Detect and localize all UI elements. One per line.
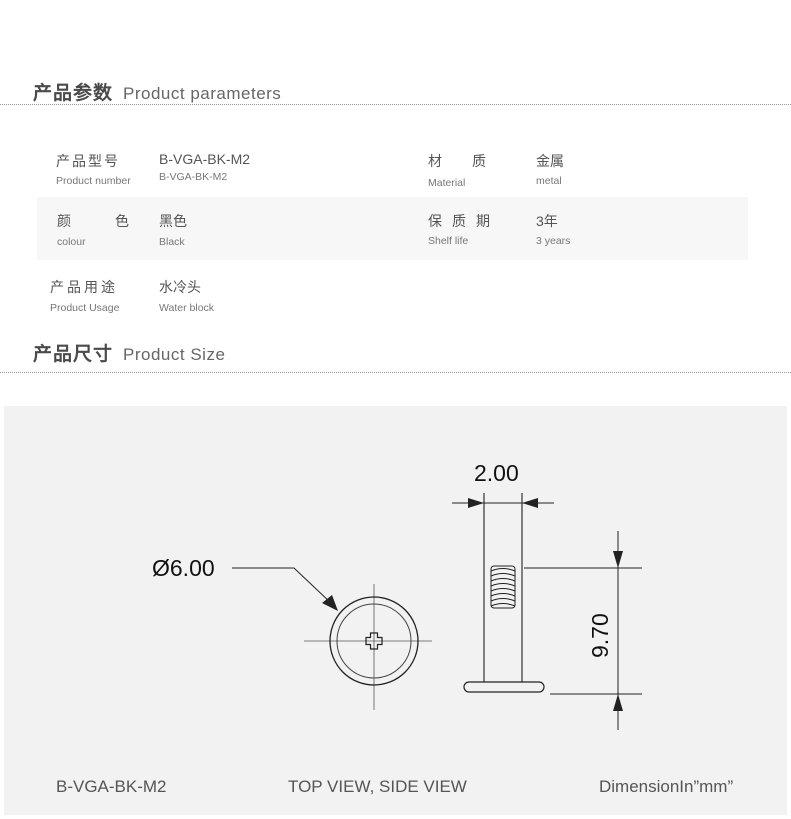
caption-views: TOP VIEW, SIDE VIEW <box>288 777 467 796</box>
param-label-cn-text: 材质 <box>428 154 516 170</box>
section-title-en: Product parameters <box>123 84 282 103</box>
param-label-cn-text: 颜色 <box>57 214 173 230</box>
param-label-cn: 颜色 <box>57 211 133 231</box>
param-colour-value: 黑色 Black <box>159 211 187 248</box>
height-arrow-bottom <box>613 694 623 711</box>
param-label-cn: 产品型号 <box>56 154 120 170</box>
width-label: 2.00 <box>474 460 519 486</box>
screw-head-side <box>463 681 545 693</box>
param-value-cn: B-VGA-BK-M2 <box>159 151 251 167</box>
param-label-cn: 材质 <box>428 151 500 171</box>
param-usage-label: 产品用途 Product Usage <box>50 277 119 314</box>
technical-drawing: Ø6.00 2.00 9.70 <box>152 460 642 730</box>
section-title-product-size: 产品尺寸 Product Size <box>33 339 225 366</box>
param-colour-label: 颜色 colour <box>57 211 133 248</box>
caption-dimension-unit: DimensionIn”mm” <box>599 777 734 796</box>
param-material-value: 金属 metal <box>536 151 564 187</box>
param-row-stripe <box>37 197 748 260</box>
section-title-product-parameters: 产品参数 Product parameters <box>33 78 281 105</box>
divider <box>0 372 791 373</box>
section-title-en: Product Size <box>123 345 226 364</box>
param-model-value: B-VGA-BK-M2 B-VGA-BK-M2 <box>159 151 250 183</box>
screw-head-outer-circle <box>329 596 419 686</box>
height-arrow-top <box>613 551 623 568</box>
height-label: 9.70 <box>587 613 613 658</box>
param-label-cn-text: 保质期 <box>428 214 500 230</box>
param-value-en: B-VGA-BK-M2 <box>159 171 228 183</box>
param-usage-value: 水冷头 Water block <box>159 277 214 314</box>
width-arrow-right <box>522 498 538 508</box>
param-label-cn: 保质期 <box>428 211 500 231</box>
section-title-cn: 产品参数 <box>33 82 114 104</box>
thread-lines <box>490 568 516 607</box>
param-label-en: Material <box>428 177 466 189</box>
param-value-en: Black <box>159 236 185 248</box>
param-label-cn: 产品用途 <box>50 280 118 296</box>
param-label-en: colour <box>57 236 86 248</box>
section-title-cn: 产品尺寸 <box>33 343 114 365</box>
param-label-en: Product number <box>56 175 131 187</box>
param-model-label: 产品型号 Product number <box>56 151 131 187</box>
phillips-cross-icon <box>365 632 383 650</box>
top-view: Ø6.00 <box>152 555 432 710</box>
param-label-en: Product Usage <box>50 302 120 314</box>
param-value-cn: 黑色 <box>159 213 187 229</box>
param-value-cn: 3年 <box>536 213 558 229</box>
caption-model: B-VGA-BK-M2 <box>56 777 167 796</box>
divider <box>0 104 791 105</box>
param-value-cn: 金属 <box>536 153 564 169</box>
screw-head-inner-circle <box>336 603 412 679</box>
param-value-en: Water block <box>159 302 215 314</box>
technical-drawing-panel: Ø6.00 2.00 9.70 <box>4 406 787 815</box>
param-value-en: metal <box>536 175 562 187</box>
param-value-cn: 水冷头 <box>159 279 201 295</box>
diameter-leader-line <box>232 567 333 605</box>
param-shelf-label: 保质期 Shelf life <box>428 211 500 247</box>
thread-section <box>490 565 516 609</box>
param-label-en: Shelf life <box>428 235 469 247</box>
param-material-label: 材质 Material <box>428 151 500 189</box>
diameter-label: Ø6.00 <box>152 555 215 581</box>
param-shelf-value: 3年 3 years <box>536 211 570 247</box>
width-arrow-left <box>468 498 484 508</box>
diameter-leader-arrow <box>322 595 338 611</box>
side-view: 2.00 9.70 <box>452 460 642 730</box>
param-value-en: 3 years <box>536 235 571 247</box>
